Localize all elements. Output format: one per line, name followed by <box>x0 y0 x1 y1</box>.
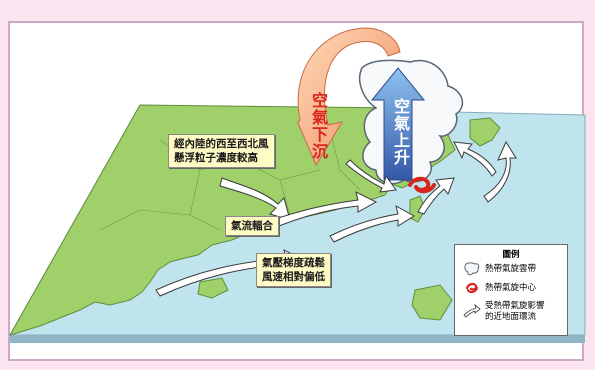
airflow-arrow-icon <box>463 303 481 318</box>
legend-airflow-line1: 受熱帶氣旋影響 <box>485 301 545 311</box>
weak-gradient-line1: 氣壓梯度疏鬆 <box>262 257 325 269</box>
cyclone-center-icon <box>408 176 436 194</box>
island-hainan <box>197 277 229 299</box>
northeast-land <box>469 117 501 147</box>
map-base-edge <box>10 335 585 343</box>
northwest-wind-line2: 懸浮粒子濃度較高 <box>174 152 258 164</box>
northwest-wind-label: 經內陸的西至西北風 懸浮粒子濃度較高 <box>168 134 275 168</box>
cloud-icon <box>464 262 480 276</box>
weak-gradient-line2: 風速相對偏低 <box>262 271 325 283</box>
air-rising-label: 空氣上升 <box>391 98 410 166</box>
legend-title: 圖例 <box>502 250 520 260</box>
airflow-arrow-land <box>345 159 397 193</box>
airflow-arrow-strait <box>417 177 455 215</box>
legend-item-center: 熱帶氣旋中心 <box>485 283 537 293</box>
legend-airflow-line2: 的近地面環流 <box>485 312 537 322</box>
convergence-label: 氣流輻合 <box>225 216 279 236</box>
airflow-arrow-east <box>483 140 517 203</box>
airflow-arrow-coast <box>251 191 378 237</box>
air-sinking-label: 空氣下沉 <box>309 92 328 160</box>
cyclone-center-legend-icon <box>465 282 479 294</box>
rising-air-arrow <box>370 67 426 181</box>
island-luzon <box>411 284 453 321</box>
airflow-arrow-sea-2 <box>329 205 415 243</box>
legend-item-airflow: 受熱帶氣旋影響 的近地面環流 <box>485 301 545 323</box>
sinking-air-arrow <box>297 27 401 167</box>
northwest-wind-line1: 經內陸的西至西北風 <box>174 138 269 150</box>
map-legend: 圖例 熱帶氣旋雲帶 熱帶氣旋中心 受熱帶氣旋影響 的近地面環流 <box>454 244 568 336</box>
weak-gradient-label: 氣壓梯度疏鬆 風速相對偏低 <box>256 253 331 287</box>
legend-item-cloud: 熱帶氣旋雲帶 <box>485 264 537 274</box>
airflow-arrow-north <box>453 141 497 177</box>
